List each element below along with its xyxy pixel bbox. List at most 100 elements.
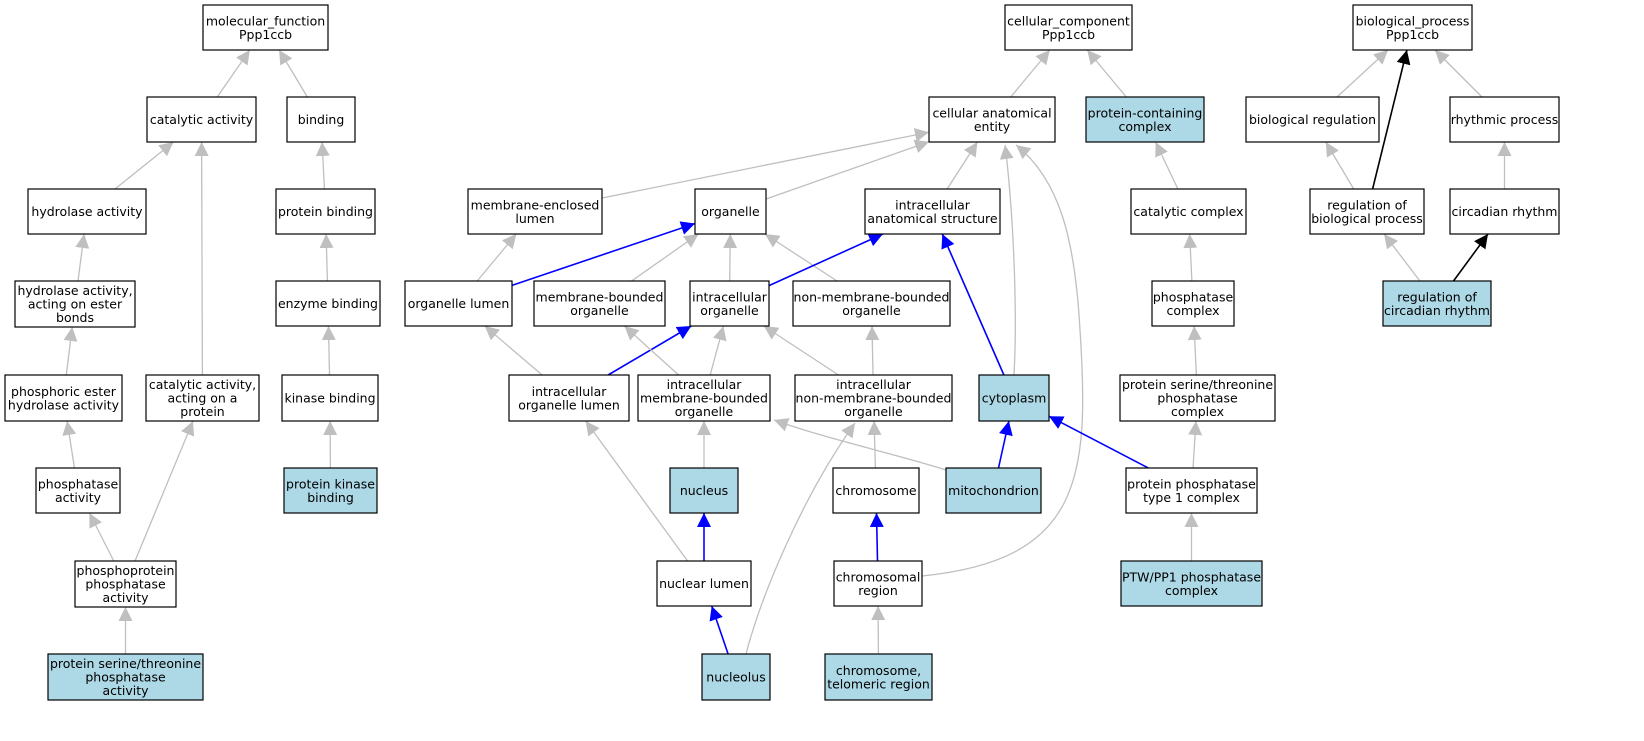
go-term-box[interactable] <box>1449 188 1560 235</box>
go-term-box[interactable] <box>4 374 123 422</box>
go-term-box[interactable] <box>404 280 513 327</box>
go-term-box[interactable] <box>508 374 630 422</box>
go-term-node-cytoplasm[interactable]: cytoplasm <box>978 374 1050 422</box>
go-term-box[interactable] <box>694 188 767 235</box>
go-term-box[interactable] <box>701 653 771 701</box>
go-term-node-enzyme-binding[interactable]: enzyme binding <box>275 280 381 327</box>
go-term-box[interactable] <box>978 374 1050 422</box>
go-term-box[interactable] <box>283 467 378 514</box>
go-term-box[interactable] <box>824 653 933 701</box>
go-term-node-protein-binding[interactable]: protein binding <box>275 188 376 235</box>
go-term-box[interactable] <box>1382 280 1492 327</box>
go-term-node-organelle-lumen[interactable]: organelle lumen <box>404 280 513 327</box>
go-term-box[interactable] <box>281 374 379 422</box>
go-term-box[interactable] <box>1125 467 1258 514</box>
edge-is-a-catalytic-on-protein-to-catalytic-activity <box>194 141 209 376</box>
go-term-node-ser-thr-phosphatase-activity[interactable]: protein serine/threoninephosphataseactiv… <box>47 653 204 701</box>
go-term-box[interactable] <box>35 467 121 514</box>
go-term-label: protein binding <box>278 204 373 219</box>
go-term-node-hydrolase-activity[interactable]: hydrolase activity <box>27 188 147 235</box>
go-term-node-telomeric-region[interactable]: chromosome,telomeric region <box>824 653 933 701</box>
go-term-box[interactable] <box>146 96 257 143</box>
go-term-box[interactable] <box>1120 560 1263 607</box>
go-term-box[interactable] <box>832 467 920 514</box>
go-term-box[interactable] <box>945 467 1042 514</box>
go-term-box[interactable] <box>928 96 1056 143</box>
go-term-box[interactable] <box>533 280 666 327</box>
go-term-label: binding <box>298 112 345 127</box>
go-term-node-organelle[interactable]: organelle <box>694 188 767 235</box>
go-term-box[interactable] <box>1130 188 1247 235</box>
go-term-box[interactable] <box>27 188 147 235</box>
go-term-node-ser-thr-phosphatase-complex[interactable]: protein serine/threoninephosphatasecompl… <box>1119 374 1276 422</box>
go-term-node-nucleus[interactable]: nucleus <box>669 467 739 514</box>
go-term-box[interactable] <box>14 280 136 328</box>
go-term-node-catalytic-activity[interactable]: catalytic activity <box>146 96 257 143</box>
go-term-box[interactable] <box>74 560 177 608</box>
go-term-label: organelle <box>844 404 903 419</box>
go-term-box[interactable] <box>202 4 329 51</box>
go-term-box[interactable] <box>1449 96 1560 143</box>
go-term-box[interactable] <box>145 374 260 422</box>
go-term-node-mitochondrion[interactable]: mitochondrion <box>945 467 1042 514</box>
go-term-box[interactable] <box>864 188 1001 235</box>
go-term-box[interactable] <box>669 467 739 514</box>
go-term-node-biological-regulation[interactable]: biological regulation <box>1245 96 1380 143</box>
edge-is-a-biological-regulation-to-bp-root <box>1336 49 1389 98</box>
go-term-node-binding[interactable]: binding <box>286 96 356 143</box>
go-term-node-nuclear-lumen[interactable]: nuclear lumen <box>656 560 752 607</box>
go-term-box[interactable] <box>637 374 771 422</box>
go-term-node-kinase-binding[interactable]: kinase binding <box>281 374 379 422</box>
go-term-box[interactable] <box>1352 4 1473 51</box>
go-term-box[interactable] <box>1309 188 1425 235</box>
go-term-box[interactable] <box>286 96 356 143</box>
go-term-box[interactable] <box>467 188 603 235</box>
go-term-box[interactable] <box>1119 374 1276 422</box>
go-term-box[interactable] <box>1245 96 1380 143</box>
go-term-box[interactable] <box>689 280 770 327</box>
go-term-box[interactable] <box>656 560 752 607</box>
go-term-box[interactable] <box>275 280 381 327</box>
go-term-box[interactable] <box>47 653 204 701</box>
go-term-box[interactable] <box>275 188 376 235</box>
go-term-node-nucleolus[interactable]: nucleolus <box>701 653 771 701</box>
go-term-node-intracellular-nmb-organelle[interactable]: intracellularnon-membrane-boundedorganel… <box>794 374 953 422</box>
go-term-box[interactable] <box>1151 280 1235 327</box>
go-term-box[interactable] <box>792 280 951 327</box>
go-term-box[interactable] <box>794 374 953 422</box>
edge-part-of-chromosomal-region-to-chromosome <box>869 512 884 562</box>
go-term-box[interactable] <box>1085 96 1205 143</box>
go-term-node-rhythmic-process[interactable]: rhythmic process <box>1449 96 1560 143</box>
go-term-box[interactable] <box>1004 4 1133 51</box>
go-term-node-catalytic-complex[interactable]: catalytic complex <box>1130 188 1247 235</box>
go-term-label: cellular anatomical <box>932 105 1051 120</box>
go-term-box[interactable] <box>833 560 923 607</box>
go-term-node-chromosome[interactable]: chromosome <box>832 467 920 514</box>
go-term-node-circadian-rhythm[interactable]: circadian rhythm <box>1449 188 1560 235</box>
